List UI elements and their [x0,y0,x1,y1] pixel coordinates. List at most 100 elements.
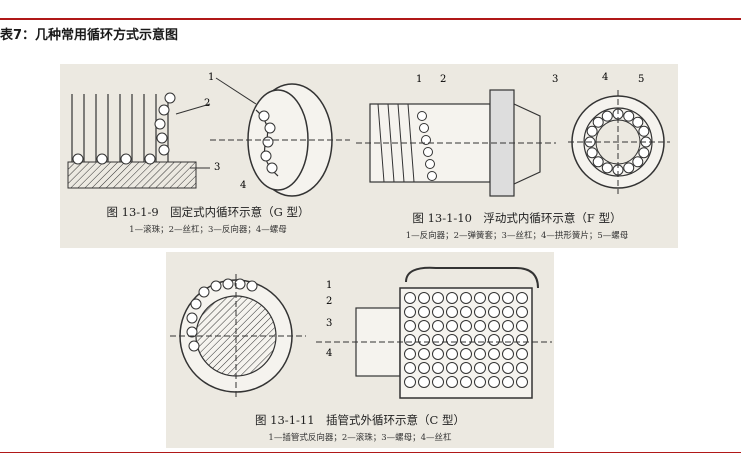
ball [418,362,430,374]
c-label-3: 3 [326,318,332,329]
ball [404,334,416,346]
ball [404,306,416,318]
caption-f: 图 13-1-10 浮动式内循环示意（F 型） 1—反向器；2—弹簧套；3—丝杠… [356,210,678,241]
ball [638,125,650,137]
ball [460,306,472,318]
g-label-4: 4 [240,180,246,191]
caption-f-legend: 1—反向器；2—弹簧套；3—丝杠；4—拱形簧片；5—螺母 [405,231,629,241]
ball [488,292,500,304]
ball [432,334,444,346]
figure-f-drawing: 1 2 3 4 5 [356,72,670,197]
ball [446,334,458,346]
ball [446,306,458,318]
ball [488,306,500,318]
ball [516,362,528,374]
ball [418,306,430,318]
ball [601,110,613,122]
ball [460,376,472,388]
ball [404,320,416,332]
caption-f-title: 图 13-1-10 浮动式内循环示意（F 型） [412,211,622,225]
ball [474,362,486,374]
caption-c-title: 图 13-1-11 插管式外循环示意（C 型） [255,413,465,427]
ball [432,362,444,374]
f-label-3: 3 [552,74,558,85]
ball [502,362,514,374]
ball [632,116,644,128]
ball [418,320,430,332]
ball [601,162,613,174]
ball [488,334,500,346]
ball [516,376,528,388]
ball [432,292,444,304]
ball [516,320,528,332]
ball [516,348,528,360]
ball [592,156,604,168]
ball [474,334,486,346]
caption-g-legend: 1—滚珠；2—丝杠；3—反向器；4—螺母 [129,225,287,235]
ball [446,348,458,360]
ball [474,320,486,332]
caption-c: 图 13-1-11 插管式外循环示意（C 型） 1—插管式反向器；2—滚珠；3—… [166,412,554,443]
f-label-5: 5 [638,74,644,85]
figure-f-type: 1 2 3 4 5 图 13-1-10 浮动式内循环示意（F 型） 1—反向器；… [356,64,678,248]
caption-g: 图 13-1-9 固定式内循环示意（G 型） 1—滚珠；2—丝杠；3—反向器；4… [60,204,356,235]
ball [418,334,430,346]
ball [418,348,430,360]
ball [502,320,514,332]
ball [586,125,598,137]
f-label-1: 1 [416,74,422,85]
ball [488,362,500,374]
page-title: 表7：几种常用循环方式示意图 [0,28,179,43]
ball [592,116,604,128]
ball [404,292,416,304]
ball [432,376,444,388]
ball [432,348,444,360]
ball [460,348,472,360]
ball [516,334,528,346]
ball [586,147,598,159]
ball [460,320,472,332]
ball [432,306,444,318]
caption-c-legend: 1—插管式反向器；2—滚珠；3—螺母；4—丝杠 [268,433,452,443]
figure-c-drawing: 1 2 3 4 [170,266,552,399]
ball [418,376,430,388]
ball [502,306,514,318]
g-label-3: 3 [214,162,220,173]
ball [502,348,514,360]
c-label-2: 2 [326,296,332,307]
ball [404,348,416,360]
ball [623,110,635,122]
ball [404,376,416,388]
ball [488,348,500,360]
f-label-2: 2 [440,74,446,85]
footer-rule [0,452,741,453]
c-label-4: 4 [326,348,332,359]
figure-g-type: 1 2 3 4 图 13-1-9 固定式内循环示意（G 型） 1—滚珠；2—丝杠… [60,64,356,248]
ball [474,306,486,318]
ball [460,362,472,374]
figure-g-drawing: 1 2 3 4 [67,72,350,197]
f-label-4: 4 [602,72,608,83]
ball [623,162,635,174]
ball [418,292,430,304]
ball [502,376,514,388]
ball [632,156,644,168]
g-label-1: 1 [208,72,214,83]
ball [488,376,500,388]
c-label-1: 1 [326,280,332,291]
ball [516,292,528,304]
figure-c-type: 1 2 3 4 图 13-1-11 插管式外循环示意（C 型） 1—插管式反向器… [166,252,554,448]
header-rule [0,18,741,20]
g-label-2: 2 [204,98,210,109]
ball [460,334,472,346]
ball [474,348,486,360]
ball [474,376,486,388]
ball [432,320,444,332]
ball [502,334,514,346]
ball [488,320,500,332]
ball [638,147,650,159]
ball [446,292,458,304]
ball [460,292,472,304]
ball [502,292,514,304]
ball [474,292,486,304]
